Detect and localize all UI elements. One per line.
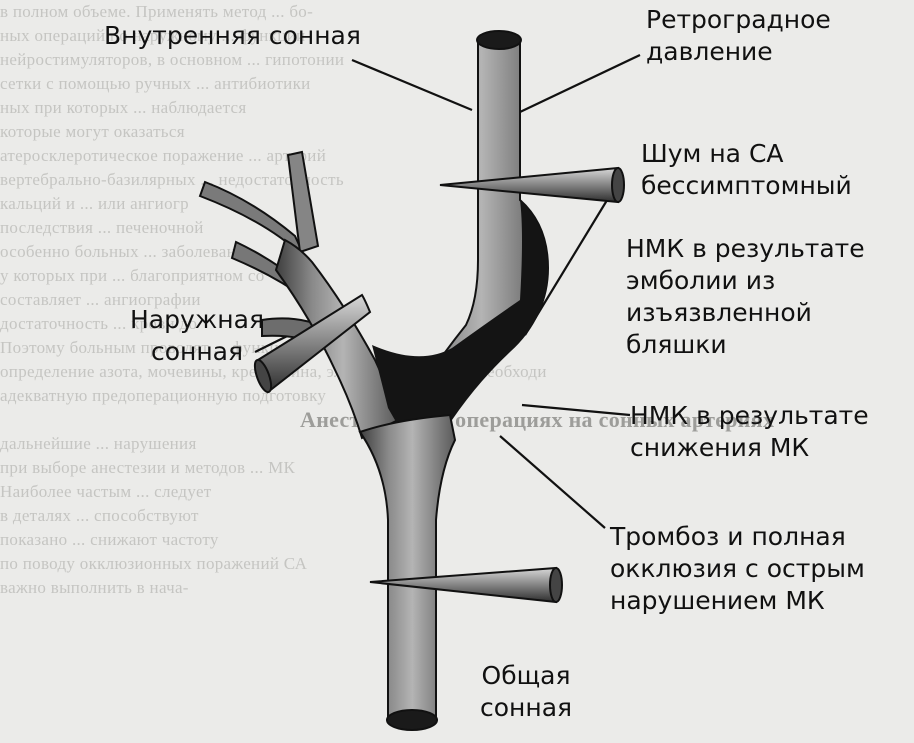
pointer-retrograde xyxy=(520,55,640,112)
label-internal-carotid: Внутренняя сонная xyxy=(104,20,361,52)
common-carotid-opening xyxy=(387,710,437,730)
clamp-upper xyxy=(440,168,618,202)
clamp-upper-end xyxy=(612,168,624,202)
pointer-thrombosis xyxy=(500,436,605,528)
clamp-lower-end xyxy=(550,568,562,602)
artery-tree xyxy=(200,31,548,730)
label-external-carotid: Наружная сонная xyxy=(130,304,264,368)
internal-carotid-opening xyxy=(477,31,521,49)
label-tia-embolic: НМК в результате эмболии из изъязвленной… xyxy=(626,233,865,361)
pointer-tia-flow xyxy=(522,405,630,415)
label-tia-flow: НМК в результате снижения МК xyxy=(630,400,869,464)
pointer-internal xyxy=(352,60,472,110)
label-retrograde-pressure: Ретроградное давление xyxy=(646,4,831,68)
label-thrombosis: Тромбоз и полная окклюзия с острым наруш… xyxy=(610,521,865,617)
common-carotid xyxy=(360,415,455,720)
label-bruit: Шум на СА бессимптомный xyxy=(641,138,852,202)
label-common-carotid: Общая сонная xyxy=(480,660,572,724)
